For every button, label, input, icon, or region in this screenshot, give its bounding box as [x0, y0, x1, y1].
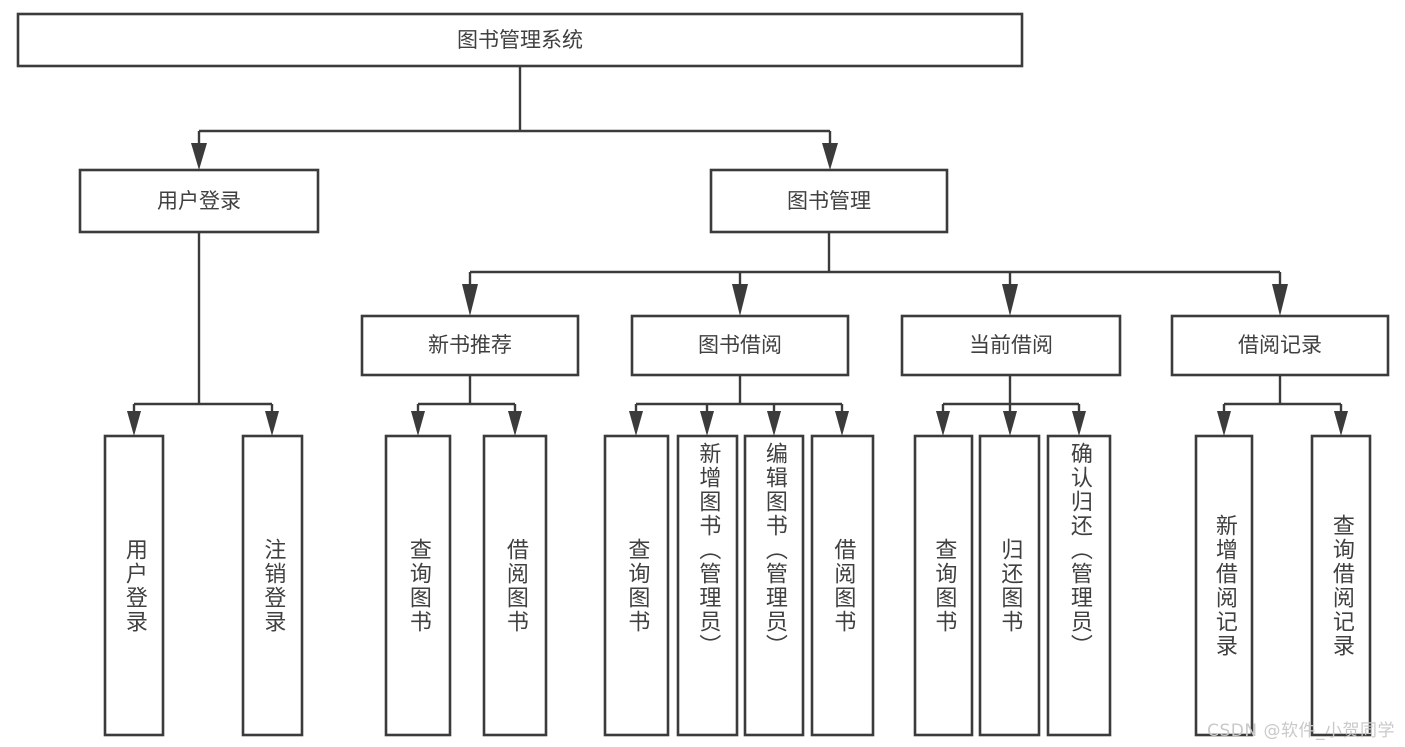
node-borrow-record[interactable]: [1170, 314, 1390, 377]
arrow-to-leaf-borrow-book-rec: [508, 411, 522, 436]
node-leaf-logout[interactable]: [241, 434, 304, 737]
node-user-login-label: 用户登录: [157, 189, 241, 213]
node-user-login[interactable]: [78, 168, 320, 234]
connector-layer: [127, 66, 1348, 436]
arrow-to-leaf-add-record: [1217, 411, 1231, 436]
node-current-borrow-label: 当前借阅: [969, 333, 1053, 357]
csdn-watermark: CSDN @软件_小贺同学: [1207, 721, 1395, 741]
arrow-to-leaf-confirm-return: [1072, 411, 1086, 436]
arrow-to-book-manage: [822, 143, 838, 170]
node-leaf-query-book-rec[interactable]: [384, 434, 452, 737]
arrow-to-leaf-borrow-book: [835, 411, 849, 436]
node-new-book-recommend[interactable]: [360, 314, 580, 377]
node-book-borrow[interactable]: [630, 314, 850, 377]
node-leaf-query-book-borrow[interactable]: [603, 434, 670, 737]
arrow-to-leaf-return-book: [1003, 411, 1017, 436]
arrow-to-leaf-query-book-borrow: [629, 411, 643, 436]
node-leaf-query-book-cur[interactable]: [913, 434, 974, 737]
arrow-to-new-book-recommend: [462, 284, 478, 316]
node-layer: 图书管理系统 用户登录 图书管理 新书推荐 图书借阅 当前借阅 借阅记录: [16, 12, 1390, 737]
arrow-to-leaf-edit-book: [767, 411, 781, 436]
arrow-to-leaf-query-book-rec: [411, 411, 425, 436]
node-leaf-query-record[interactable]: [1310, 434, 1372, 737]
node-new-book-recommend-label: 新书推荐: [428, 333, 512, 357]
arrow-to-leaf-query-book-cur: [936, 411, 950, 436]
arrow-to-user-login: [191, 143, 207, 170]
node-root-label: 图书管理系统: [457, 28, 583, 52]
node-leaf-borrow-book[interactable]: [810, 434, 875, 737]
node-leaf-user-login[interactable]: [103, 434, 165, 737]
node-book-borrow-label: 图书借阅: [698, 333, 782, 357]
node-book-manage[interactable]: [709, 168, 949, 234]
arrow-to-book-borrow: [732, 284, 748, 316]
node-leaf-add-book[interactable]: [676, 434, 739, 737]
node-root[interactable]: [16, 12, 1024, 68]
node-leaf-confirm-return[interactable]: [1046, 434, 1112, 737]
arrow-to-leaf-user-login: [127, 411, 141, 436]
arrow-to-leaf-logout: [265, 411, 279, 436]
node-leaf-return-book[interactable]: [978, 434, 1041, 737]
arrow-to-current-borrow: [1002, 284, 1018, 316]
node-current-borrow[interactable]: [900, 314, 1122, 377]
node-leaf-edit-book[interactable]: [743, 434, 805, 737]
node-borrow-record-label: 借阅记录: [1238, 333, 1322, 357]
node-book-manage-label: 图书管理: [787, 189, 871, 213]
node-leaf-borrow-book-rec[interactable]: [482, 434, 548, 737]
node-leaf-add-record[interactable]: [1194, 434, 1254, 737]
arrow-to-leaf-add-book: [700, 411, 714, 436]
arrow-to-borrow-record: [1272, 284, 1288, 316]
arrow-to-leaf-query-record: [1334, 411, 1348, 436]
